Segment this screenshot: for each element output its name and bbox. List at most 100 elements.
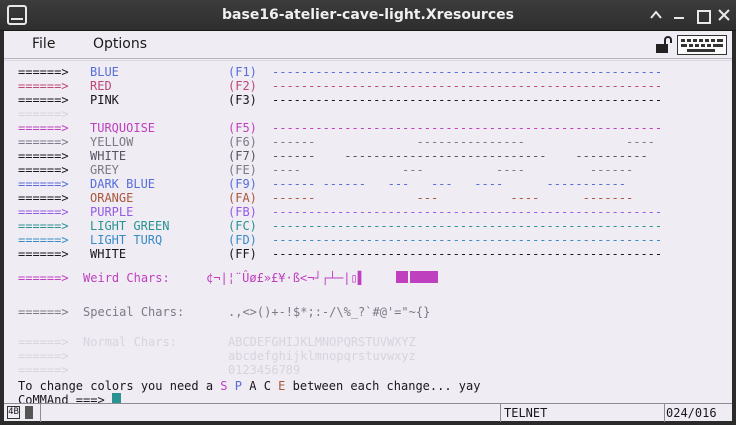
terminal-line: ======> Special Chars:.,<>()+-!$*;:-/\%_… bbox=[18, 305, 430, 319]
space-letter-p: P bbox=[234, 379, 242, 393]
menu-bar: File Options bbox=[4, 31, 732, 59]
color-name: PINK bbox=[90, 93, 119, 107]
line-arrow: ======> bbox=[18, 191, 69, 205]
color-name: YELLOW bbox=[90, 135, 134, 149]
line-arrow: ======> bbox=[18, 79, 69, 93]
space-letter-e: E bbox=[278, 379, 286, 393]
status-icon: 4B bbox=[7, 406, 20, 419]
change-text-end: between each change... yay bbox=[285, 379, 481, 393]
terminal-line: ======>ORANGE(FA)------ --- ---- ------- bbox=[18, 191, 633, 205]
window-title: base16-atelier-cave-light.Xresources bbox=[222, 7, 514, 23]
line-arrow: ======> bbox=[18, 93, 69, 107]
color-name: RED bbox=[90, 79, 112, 93]
normal-arrow: ======> bbox=[18, 349, 69, 363]
function-key: (F9) bbox=[228, 177, 257, 191]
dash-pattern: ------ --------------- ---- bbox=[272, 135, 655, 149]
dash-pattern: ------ ---------------------------- ----… bbox=[272, 149, 648, 163]
terminal-line: ======> BLUE (F1) -------------------------… bbox=[18, 65, 662, 79]
chevron-up-icon[interactable] bbox=[647, 6, 665, 24]
terminal-line: ======> TURQUOISE (F5) --------------------… bbox=[18, 121, 662, 135]
line-arrow: ======> bbox=[18, 135, 69, 149]
function-key: (F6) bbox=[228, 135, 257, 149]
terminal-line: ======>LIGHT TURQ(FD)-------------------… bbox=[18, 233, 662, 247]
minimize-button[interactable] bbox=[670, 6, 688, 24]
color-name: BLUE bbox=[90, 65, 119, 79]
line-arrow: ======> bbox=[18, 233, 69, 247]
dash-pattern: ----------------------------------------… bbox=[272, 247, 663, 261]
terminal-line: ======>abcdefghijklmnopqrstuvwxyz bbox=[18, 349, 416, 363]
weird-chars: ¢¬|¦¨Ûø£»£¥·ß<¬┘┌┴─|▯▌ bbox=[206, 271, 365, 285]
color-name: LIGHT GREEN bbox=[90, 219, 170, 233]
terminal-line: ======> WHITE (FF) ------------------------… bbox=[18, 247, 662, 261]
terminal-line: ======> Weird Chars:¢¬|¦¨Ûø£»£¥·ß<¬┘┌┴─|… bbox=[18, 271, 438, 285]
status-bar: 4B TELNET 024/016 bbox=[4, 403, 732, 422]
dash-pattern: ------ --- ---- ------- bbox=[272, 191, 634, 205]
lock-icon[interactable] bbox=[654, 36, 674, 54]
keyboard-icon[interactable] bbox=[677, 35, 727, 55]
dash-pattern: ----------------------------------------… bbox=[272, 93, 663, 107]
line-arrow: ======> bbox=[18, 107, 69, 121]
color-name: WHITE bbox=[90, 247, 127, 261]
change-text: To change colors you need a bbox=[18, 379, 221, 393]
menu-options[interactable]: Options bbox=[93, 36, 148, 52]
line-arrow: ======> bbox=[18, 205, 69, 219]
function-key: (F1) bbox=[228, 65, 257, 79]
function-key: (F5) bbox=[228, 121, 257, 135]
normal-label: ======> Normal Chars: bbox=[18, 335, 177, 349]
terminal-line: ======> bbox=[18, 107, 69, 121]
dash-pattern: ----------------------------------------… bbox=[272, 121, 663, 135]
title-bar: base16-atelier-cave-light.Xresources bbox=[0, 0, 736, 31]
color-name: GREY bbox=[90, 163, 119, 177]
dash-pattern: ---- --- ---- ------ bbox=[272, 163, 634, 177]
terminal-line: ======> WHITE (F7) ------ -----------------… bbox=[18, 149, 648, 163]
terminal-line: ======>0123456789 bbox=[18, 363, 300, 377]
terminal-line: ======> Normal Chars: ABCDEFGHIJKLMNOPQRS… bbox=[18, 335, 416, 349]
line-arrow: ======> bbox=[18, 121, 69, 135]
space-gap bbox=[228, 379, 235, 393]
terminal-line: ======> YELLOW (F6) ------ --------------- … bbox=[18, 135, 655, 149]
connection-mode: TELNET bbox=[504, 406, 548, 420]
normal-upper: ABCDEFGHIJKLMNOPQRSTUVWXYZ bbox=[228, 335, 416, 349]
color-name: LIGHT TURQ bbox=[90, 233, 163, 247]
space-gap bbox=[256, 379, 263, 393]
cursor-position: 024/016 bbox=[666, 406, 717, 420]
terminal-line: To change colors you need a S P A C E be… bbox=[18, 379, 480, 393]
window-frame: File Options ======> BLUE (F1) ------------… bbox=[4, 31, 732, 422]
text-cursor[interactable] bbox=[111, 393, 121, 406]
terminal-screen[interactable]: ======> BLUE (F1) -------------------------… bbox=[4, 60, 732, 407]
status-divider bbox=[40, 404, 41, 422]
menu-file[interactable]: File bbox=[32, 36, 56, 52]
close-icon[interactable] bbox=[715, 6, 733, 24]
line-arrow: ======> bbox=[18, 177, 69, 191]
space-letter-s: S bbox=[220, 379, 228, 393]
terminal-icon[interactable] bbox=[7, 5, 27, 25]
dash-pattern: ----------------------------------------… bbox=[272, 233, 663, 247]
space-letter-c: C bbox=[263, 379, 271, 393]
color-name: PURPLE bbox=[90, 205, 134, 219]
function-key: (F2) bbox=[228, 79, 257, 93]
dash-pattern: ----------------------------------------… bbox=[272, 65, 663, 79]
block-chars bbox=[396, 271, 438, 285]
terminal-line: ======> RED (F2) --------------------------… bbox=[18, 79, 662, 93]
function-key: (F7) bbox=[228, 149, 257, 163]
terminal-line: ======>GREY(FE)---- --- ---- ------ bbox=[18, 163, 633, 177]
dash-pattern: ----------------------------------------… bbox=[272, 79, 663, 93]
color-name: WHITE bbox=[90, 149, 127, 163]
function-key: (FF) bbox=[228, 247, 257, 261]
maximize-button[interactable] bbox=[693, 6, 711, 24]
status-divider bbox=[664, 404, 665, 422]
line-arrow: ======> bbox=[18, 163, 69, 177]
dash-pattern: ----------------------------------------… bbox=[272, 219, 663, 233]
space-letter-a: A bbox=[249, 379, 257, 393]
line-arrow: ======> bbox=[18, 149, 69, 163]
line-arrow: ======> bbox=[18, 65, 69, 79]
dash-pattern: ------ ------ --- --- ---- ----------- bbox=[272, 177, 627, 191]
status-cursor bbox=[25, 406, 33, 419]
special-chars: .,<>()+-!$*;:-/\%_?`#@'="~{} bbox=[228, 305, 431, 319]
normal-digits: 0123456789 bbox=[228, 363, 301, 377]
line-arrow: ======> bbox=[18, 247, 69, 261]
dash-pattern: ----------------------------------------… bbox=[272, 205, 663, 219]
color-name: TURQUOISE bbox=[90, 121, 156, 135]
function-key: (FB) bbox=[228, 205, 257, 219]
color-name: DARK BLUE bbox=[90, 177, 156, 191]
